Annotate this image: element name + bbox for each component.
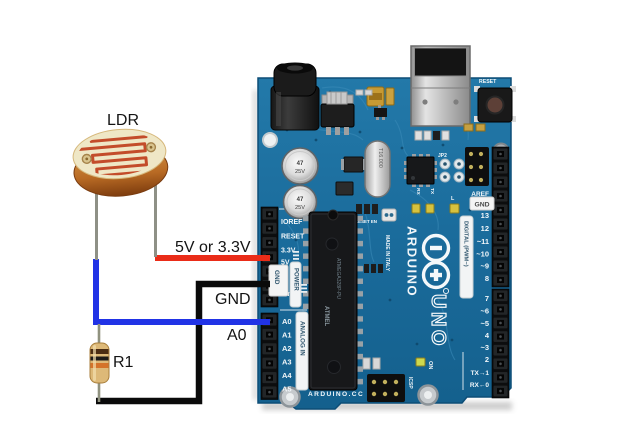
gnd-sticker-right-text: GND (474, 202, 489, 209)
pin-label-a5: A5 (282, 385, 292, 394)
r1-label: R1 (113, 354, 134, 371)
logo-signs (430, 245, 442, 281)
tx-led-label: TX (429, 188, 435, 195)
pin-label-6: ~6 (480, 307, 489, 316)
registered-mark (442, 287, 450, 295)
mcu-part-number: ATMEGA328P-PU (335, 258, 341, 299)
jp2-label: JP2 (438, 153, 447, 159)
pin-label-3: ~3 (480, 343, 489, 352)
on-led-label: ON (427, 361, 433, 369)
pin-label-2: 2 (485, 355, 489, 364)
reset-silk-label: RESET (479, 79, 497, 85)
pin-label-aref: AREF (471, 191, 489, 198)
arduino-branding: ARDUINO UNO MADE IN ITALY ARDUINO.CC (308, 226, 451, 398)
on-led (415, 357, 426, 367)
reset-button (474, 86, 516, 123)
jp2-header: JP2 (438, 153, 465, 183)
pin-label-10: ~10 (476, 250, 489, 259)
power-sticker-text: POWER (293, 268, 299, 291)
ldr-label: LDR (107, 112, 139, 129)
capacitor-voltage: 25V (295, 169, 305, 175)
power-wire-label: 5V or 3.3V (175, 239, 251, 256)
r1-band-3 (90, 363, 109, 368)
power-jack (270, 62, 320, 131)
pin-label-4: 4 (485, 331, 490, 340)
pin-label-a1: A1 (282, 331, 292, 340)
pin-label-a2: A2 (282, 344, 292, 353)
ground-wire-label: GND (215, 291, 251, 308)
ldr-photoresistor (72, 128, 169, 260)
tx-led (425, 203, 435, 214)
pin-label-reset: RESET (281, 234, 305, 241)
pin-label-11: ~11 (477, 237, 489, 246)
board-shadow (253, 90, 512, 410)
usb-connector (410, 45, 471, 127)
infinity-logo (421, 233, 451, 290)
analog-sticker-text: ANALOG IN (299, 321, 306, 356)
pin-label-5v: 5V (281, 260, 290, 267)
mcu-brand: ATMEL (323, 306, 329, 327)
pin-label-tx1: TX→1 (471, 370, 490, 377)
pin-label-rx0: RX←0 (470, 382, 490, 389)
capacitor-value: 47 (297, 161, 304, 167)
pin-label-5: ~5 (480, 319, 489, 328)
pin-label-a4: A4 (282, 371, 292, 380)
wire-analog-a0 (93, 259, 270, 325)
gnd-sticker-right: GND (469, 196, 495, 211)
pin-label-a0: A0 (282, 317, 292, 326)
capacitor-1: 47 25V (281, 147, 319, 185)
wire-ground (96, 280, 270, 405)
pin-icon-dashes (293, 251, 307, 293)
analog-sticker: ANALOG IN (295, 311, 309, 391)
pin-label-9: ~9 (480, 262, 489, 271)
icsp2-header (465, 147, 489, 186)
crystal-oscillator: T16.000 (364, 140, 391, 198)
capacitor-voltage: 25V (295, 205, 305, 211)
capacitor-2: 47 25V (282, 184, 318, 220)
rx-led (411, 203, 421, 214)
pin-label-13: 13 (481, 211, 489, 220)
arduino-board: RESET (253, 45, 516, 410)
arduino-cc-label: ARDUINO.CC (308, 391, 364, 398)
digital-header-bottom (491, 288, 510, 399)
reset-en-label: RESET EN (355, 219, 377, 224)
resistor-r1 (89, 324, 110, 402)
icsp-header (367, 374, 405, 402)
rx-led-label: RX (415, 188, 421, 195)
digital-header-top (491, 146, 510, 288)
pin-label-3v3: 3.3V (281, 248, 296, 255)
mcu-chip: ATMEL ATMEGA328P-PU (303, 209, 363, 391)
l-led-label: L (451, 196, 455, 202)
ldr-serpentine-track (77, 135, 149, 178)
r1-band-2 (90, 356, 109, 361)
analog-header (260, 312, 279, 400)
analog-wire-label: A0 (227, 327, 247, 344)
status-leds: RX TX L ON (411, 188, 460, 369)
icsp-label: ICSP (407, 377, 413, 389)
r1-highlight (93, 345, 96, 381)
pin-label-ioref: IOREF (281, 219, 303, 226)
brand-name: ARDUINO (405, 226, 420, 297)
smd-components (326, 89, 486, 370)
model-name: UNO (427, 294, 449, 349)
pin-label-a3: A3 (282, 358, 292, 367)
pin-label-8: 8 (485, 274, 489, 283)
reset-en-jumper (381, 208, 397, 222)
gnd-sticker-left-text: GND (273, 270, 280, 285)
digital-sticker-text: DIGITAL (PWM~) (463, 221, 469, 267)
l-led (449, 203, 460, 214)
gnd-sticker-left: GND (268, 264, 289, 297)
crystal-label: T16.000 (377, 148, 383, 168)
pin-label-7: 7 (485, 294, 489, 303)
r1-band-1 (90, 349, 109, 354)
capacitor-value: 47 (297, 197, 304, 203)
digital-sticker: DIGITAL (PWM~) (459, 215, 474, 299)
usb-mcu-chip (404, 154, 437, 187)
power-sticker: POWER (289, 261, 302, 308)
pin-label-12: 12 (481, 224, 489, 233)
made-in-label: MADE IN ITALY (384, 235, 390, 272)
